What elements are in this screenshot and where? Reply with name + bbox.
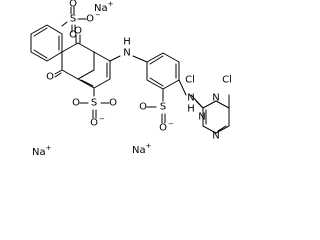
sulfonate-bl-s: S — [91, 98, 97, 109]
ring-left-double-3 — [33, 49, 48, 59]
bond-nh-ring-1 — [132, 55, 148, 63]
bond-ring-nh-1 — [109, 55, 121, 62]
chemical-structure-diagram: Na+ Na+ Na+ S O O − O O O S O O O − N H … — [30, 0, 232, 158]
sulfonate-bm-o-down: O — [159, 123, 167, 134]
ring-right-double-3 — [149, 77, 164, 87]
sulfonate-top-o-right: O — [86, 14, 94, 25]
sulfonate-top-s: S — [70, 14, 76, 25]
ring-triazine — [202, 100, 230, 134]
bond-central-bottom-left — [61, 69, 79, 80]
sulfonate-top-o-down: O — [69, 30, 77, 41]
sulfonate-bl-charge: − — [99, 115, 105, 123]
sulfonate-bm-o-left: O — [139, 102, 147, 113]
amine-1-h: H — [123, 37, 131, 48]
sulfonate-bm-s: S — [160, 102, 166, 113]
amine-2-h: H — [187, 104, 195, 115]
na-bottom-left: Na+ — [32, 144, 52, 158]
triazine-n-bottom: N — [212, 131, 219, 142]
ring-right-phenyl — [146, 52, 180, 90]
ring-left-double-1 — [33, 27, 48, 37]
amine-2-n: N — [187, 93, 194, 104]
sulfonate-top-charge: − — [95, 11, 101, 19]
bonds — [30, 6, 230, 134]
bond-central-top-right — [77, 42, 95, 53]
sulfonate-bl-o-down: O — [90, 118, 98, 129]
bond-ring-nh-2 — [178, 79, 187, 96]
bond-ketone-left — [54, 69, 63, 75]
sulfonate-bl-o-right: O — [109, 98, 117, 109]
sulfonate-bl-o-left: O — [72, 98, 80, 109]
bond-triazine-cl-left — [190, 94, 204, 109]
bond-ketone-left-double — [54, 72, 62, 78]
chlorine-right: Cl — [222, 75, 232, 86]
ketone-o-left: O — [46, 72, 54, 83]
ring-lower-benzene — [77, 51, 111, 89]
na-top: Na+ — [94, 0, 114, 14]
atoms: Na+ Na+ Na+ S O O − O O O S O O O − N H … — [32, 0, 232, 158]
bond-ring-s-top — [61, 21, 68, 27]
ring-triazine-double-2 — [217, 125, 227, 132]
triazine-n-left: N — [198, 112, 205, 123]
bond-central-top-left — [61, 42, 79, 53]
sulfonate-top-o-up: O — [69, 0, 77, 10]
na-bottom-right: Na+ — [132, 142, 152, 156]
amine-1-n: N — [123, 48, 130, 59]
ring-lower-double — [80, 79, 94, 87]
ring-left-benzene — [30, 24, 63, 62]
chlorine-left: Cl — [185, 75, 195, 86]
ketone-o-top: O — [74, 26, 82, 37]
sulfonate-bm-charge: − — [168, 120, 174, 128]
ring-right-double-1 — [149, 55, 164, 65]
triazine-n-top: N — [212, 93, 219, 104]
